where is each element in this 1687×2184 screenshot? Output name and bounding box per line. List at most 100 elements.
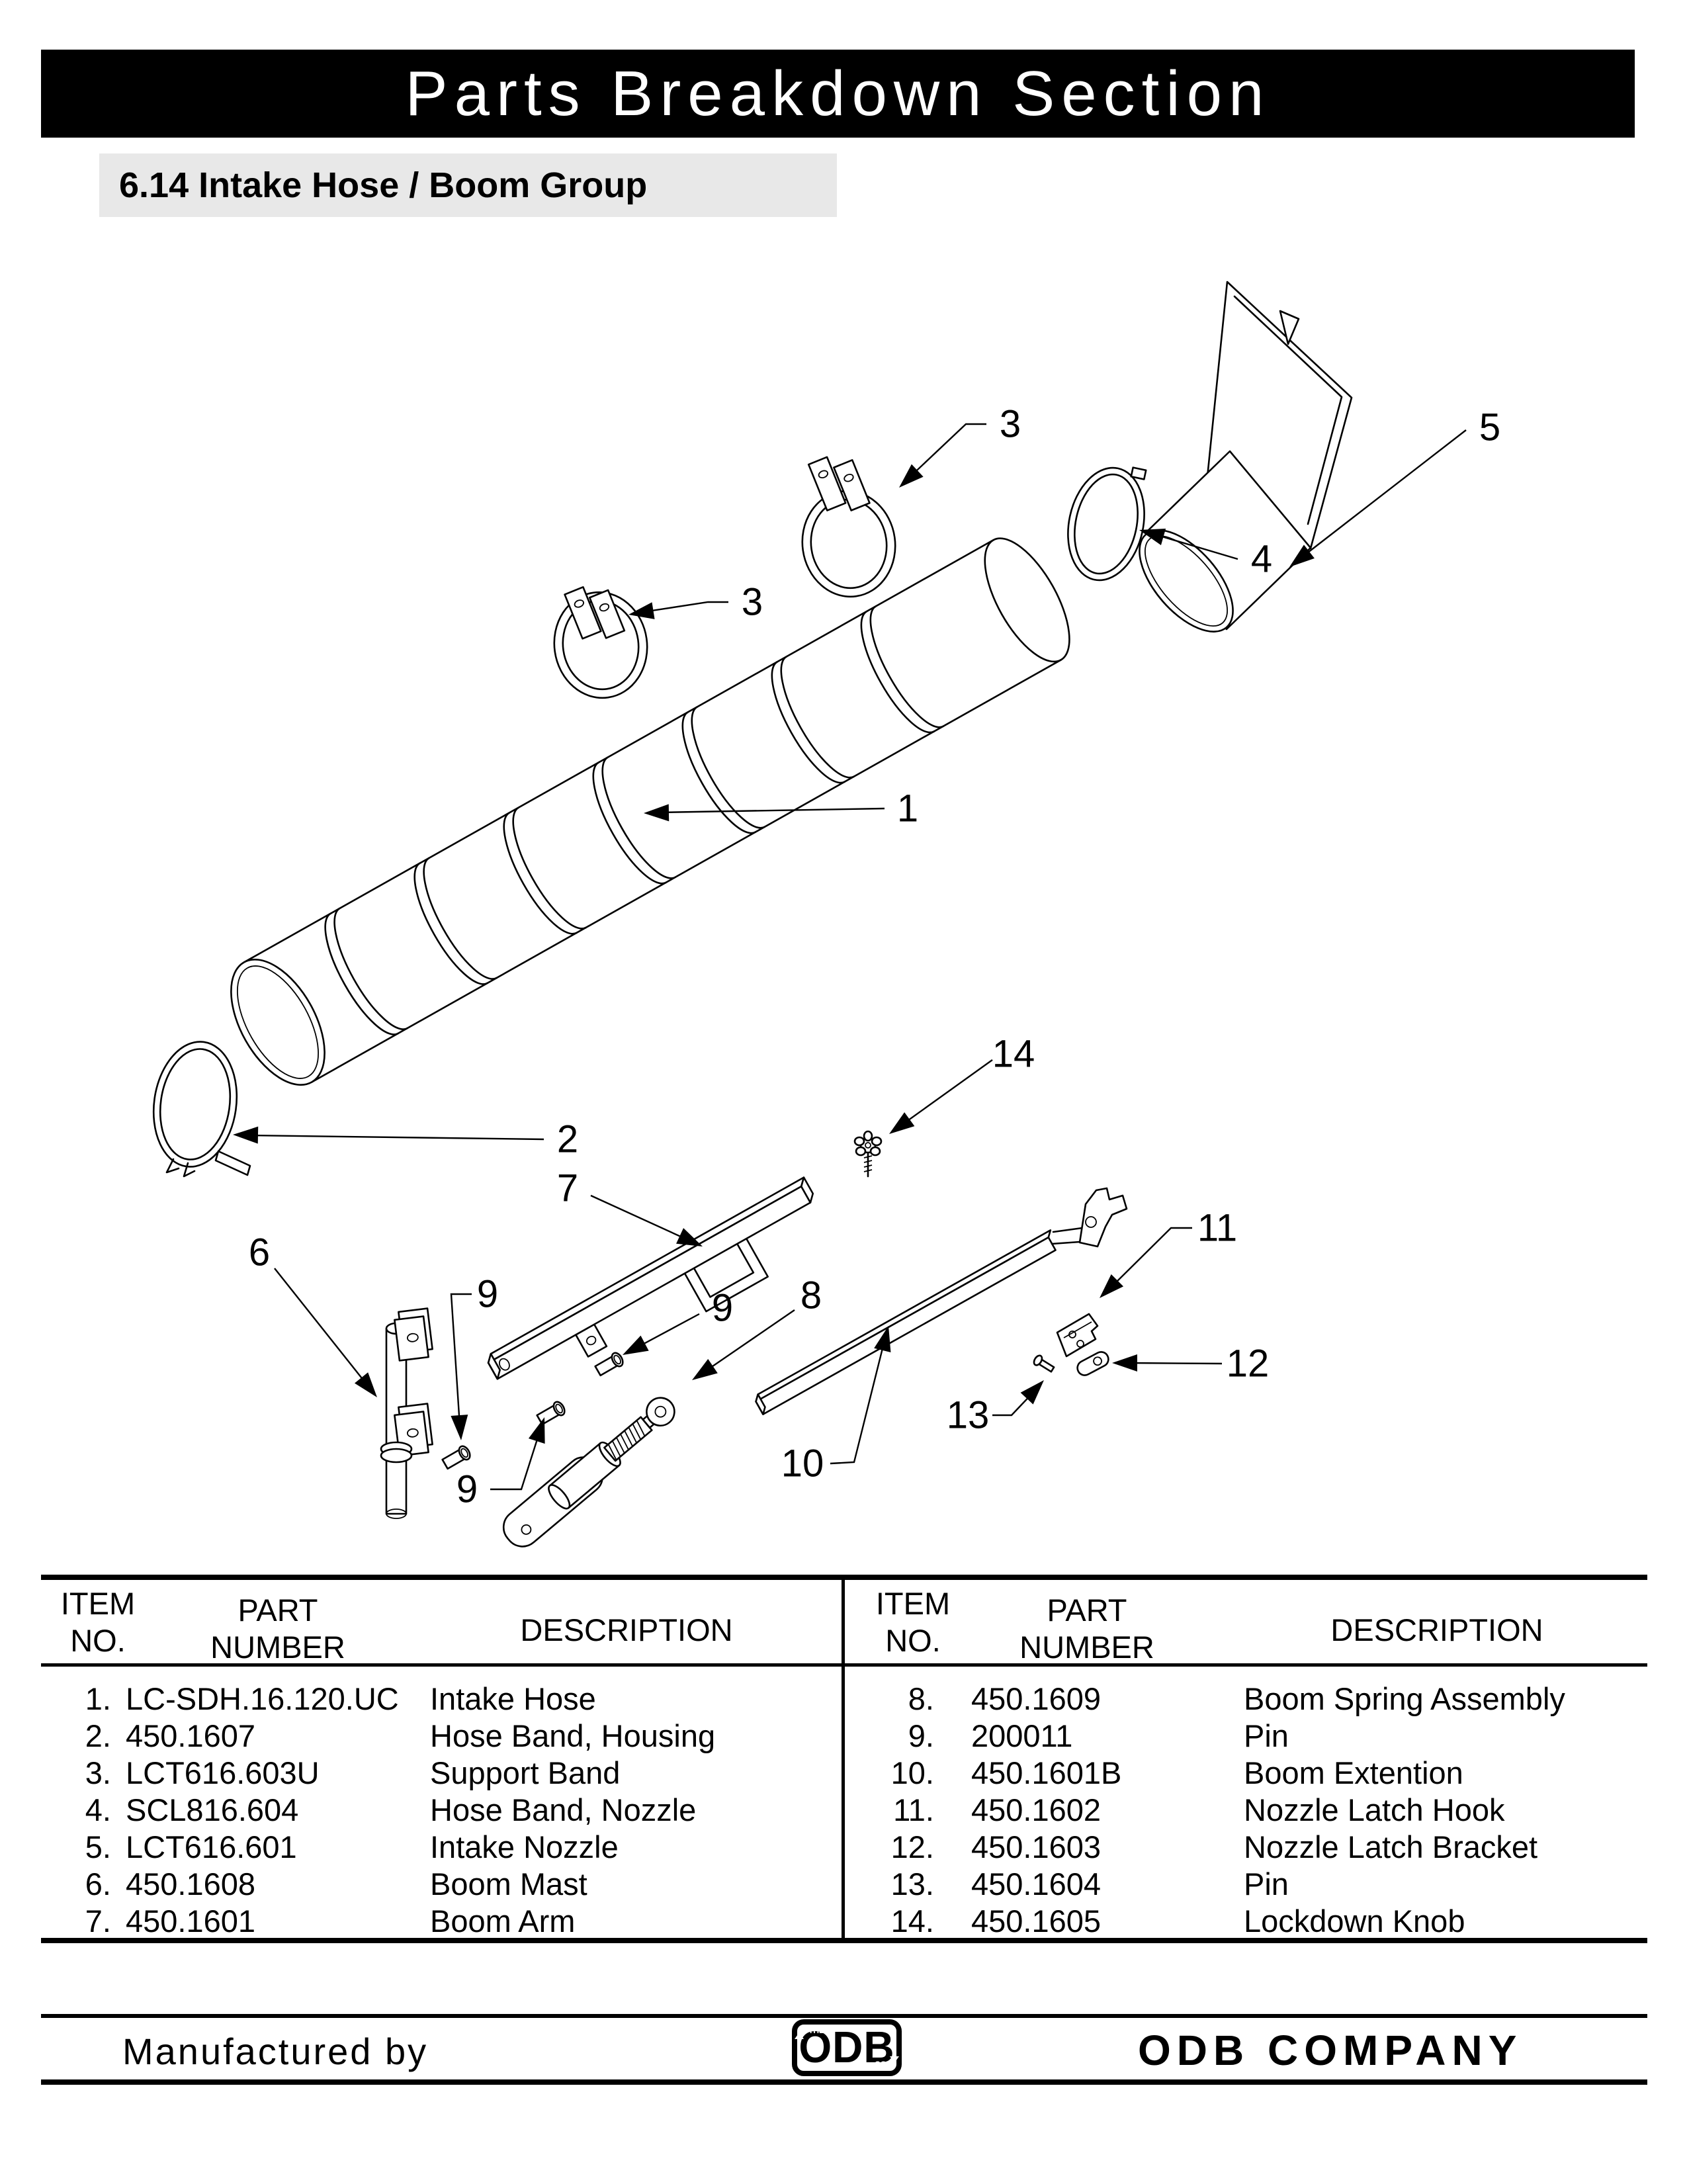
callout-leader [247, 1134, 544, 1141]
company-name: ODB COMPANY [1138, 2027, 1523, 2074]
table-cell-desc: Hose Band, Nozzle [430, 1792, 697, 1827]
pin-drawing [594, 1352, 624, 1377]
table-cell-part: 450.1603 [971, 1829, 1102, 1864]
table-cell-part: 450.1602 [971, 1792, 1102, 1827]
table-cell-part: 450.1608 [126, 1866, 256, 1901]
table-cell-desc: Boom Mast [430, 1866, 587, 1901]
callout-number: 3 [742, 581, 763, 624]
callout-leader [1301, 429, 1467, 558]
callout-number: 5 [1479, 406, 1500, 449]
callout-number: 2 [557, 1118, 578, 1161]
lockdown-knob-drawing [853, 1130, 883, 1178]
boom-spring-assembly-drawing [502, 1397, 675, 1548]
callout-arrowhead-icon [644, 804, 670, 822]
table-cell-desc: Boom Spring Assembly [1244, 1681, 1565, 1716]
nozzle-latch-hook-drawing [1056, 1313, 1099, 1358]
table-cell-desc: Nozzle Latch Bracket [1244, 1829, 1538, 1864]
callout-leader [906, 423, 986, 480]
table-cell-no: 2. [85, 1718, 111, 1753]
callout-leader [900, 1059, 993, 1126]
callout-leader [490, 1430, 541, 1491]
hose-band-housing-drawing [152, 1041, 251, 1178]
callout-leader [703, 1309, 795, 1373]
callout-leader [658, 807, 885, 814]
page-title: Parts Breakdown Section [41, 50, 1635, 138]
col-header-number-left: NUMBER [210, 1630, 345, 1665]
callout-leader [1152, 533, 1238, 560]
callout-number: 9 [477, 1273, 498, 1316]
table-cell-desc: Intake Hose [430, 1681, 596, 1716]
pin-13-drawing [1033, 1354, 1055, 1373]
callout-arrowhead-icon [1100, 1274, 1124, 1298]
footer-bottom-rule [41, 2079, 1647, 2085]
table-cell-no: 6. [85, 1866, 111, 1901]
table-cell-desc: Boom Arm [430, 1903, 576, 1939]
callout-arrowhead-icon [1020, 1380, 1044, 1405]
table-cell-desc: Pin [1244, 1866, 1289, 1901]
table-cell-no: 7. [85, 1903, 111, 1939]
callout-leader [1126, 1362, 1223, 1365]
logo-co-text: CO [875, 2060, 887, 2069]
callout-arrowhead-icon [1289, 545, 1315, 567]
callout-arrowhead-icon [889, 1112, 915, 1134]
table-cell-part: LCT616.603U [126, 1755, 320, 1790]
table-cell-part: 450.1607 [126, 1718, 256, 1753]
pin-drawing [536, 1401, 566, 1426]
callout-number: 14 [992, 1033, 1035, 1076]
logo-odb-text: ODB [799, 2022, 895, 2072]
callout-number: 1 [897, 787, 918, 830]
callout-leader [636, 1313, 700, 1349]
callout-number: 10 [781, 1442, 824, 1485]
table-divider [842, 1575, 845, 1943]
col-header-number-right: NUMBER [1019, 1630, 1154, 1665]
table-cell-part: 450.1609 [971, 1681, 1102, 1716]
callout-number: 7 [557, 1167, 578, 1210]
col-header-no-left: NO. [70, 1623, 126, 1658]
table-cell-no: 14. [890, 1903, 934, 1939]
table-cell-no: 13. [890, 1866, 934, 1901]
callout-leader [1109, 1227, 1192, 1289]
callout-arrowhead-icon [354, 1372, 377, 1397]
table-row: 3. LCT616.603U Support Band [41, 1755, 838, 1792]
callout-arrowhead-icon [628, 602, 655, 619]
table-cell-no: 9. [908, 1718, 934, 1753]
table-cell-desc: Nozzle Latch Hook [1244, 1792, 1505, 1827]
table-row: 12. 450.1603 Nozzle Latch Bracket [860, 1829, 1641, 1866]
callout-leader [590, 1194, 690, 1242]
boom-mast-drawing [380, 1307, 433, 1519]
table-cell-no: 10. [890, 1755, 934, 1790]
callout-leader [830, 1340, 886, 1465]
table-cell-desc: Support Band [430, 1755, 621, 1790]
odb-logo: THE ODB CO [792, 2019, 902, 2076]
nozzle-latch-bracket-drawing [1076, 1351, 1109, 1376]
intake-nozzle-drawing [1139, 281, 1353, 633]
callout-arrowhead-icon [899, 464, 924, 488]
col-header-part-right: PART [1047, 1593, 1127, 1628]
table-cell-desc: Intake Nozzle [430, 1829, 619, 1864]
table-cell-part: LCT616.601 [126, 1829, 297, 1864]
col-header-description-left: DESCRIPTION [520, 1612, 733, 1647]
callout-arrowhead-icon [451, 1415, 468, 1440]
callout-arrowhead-icon [1139, 528, 1166, 545]
table-cell-no: 3. [85, 1755, 111, 1790]
table-row: 7. 450.1601 Boom Arm [41, 1903, 838, 1940]
table-row: 2. 450.1607 Hose Band, Housing [41, 1718, 838, 1755]
support-band-lower-drawing [553, 586, 648, 699]
table-cell-desc: Hose Band, Housing [430, 1718, 716, 1753]
callout-number: 9 [456, 1468, 478, 1511]
callout-number: 11 [1197, 1207, 1237, 1250]
footer-top-rule [41, 2014, 1647, 2018]
table-cell-part: 450.1601 [126, 1903, 256, 1939]
callout-number: 13 [947, 1394, 990, 1437]
table-cell-part: 450.1601B [971, 1755, 1122, 1790]
table-cell-no: 12. [890, 1829, 934, 1864]
callout-leader [642, 601, 728, 613]
table-cell-part: 200011 [971, 1718, 1073, 1753]
callout-arrowhead-icon [692, 1358, 718, 1380]
callout-leader [274, 1268, 370, 1388]
